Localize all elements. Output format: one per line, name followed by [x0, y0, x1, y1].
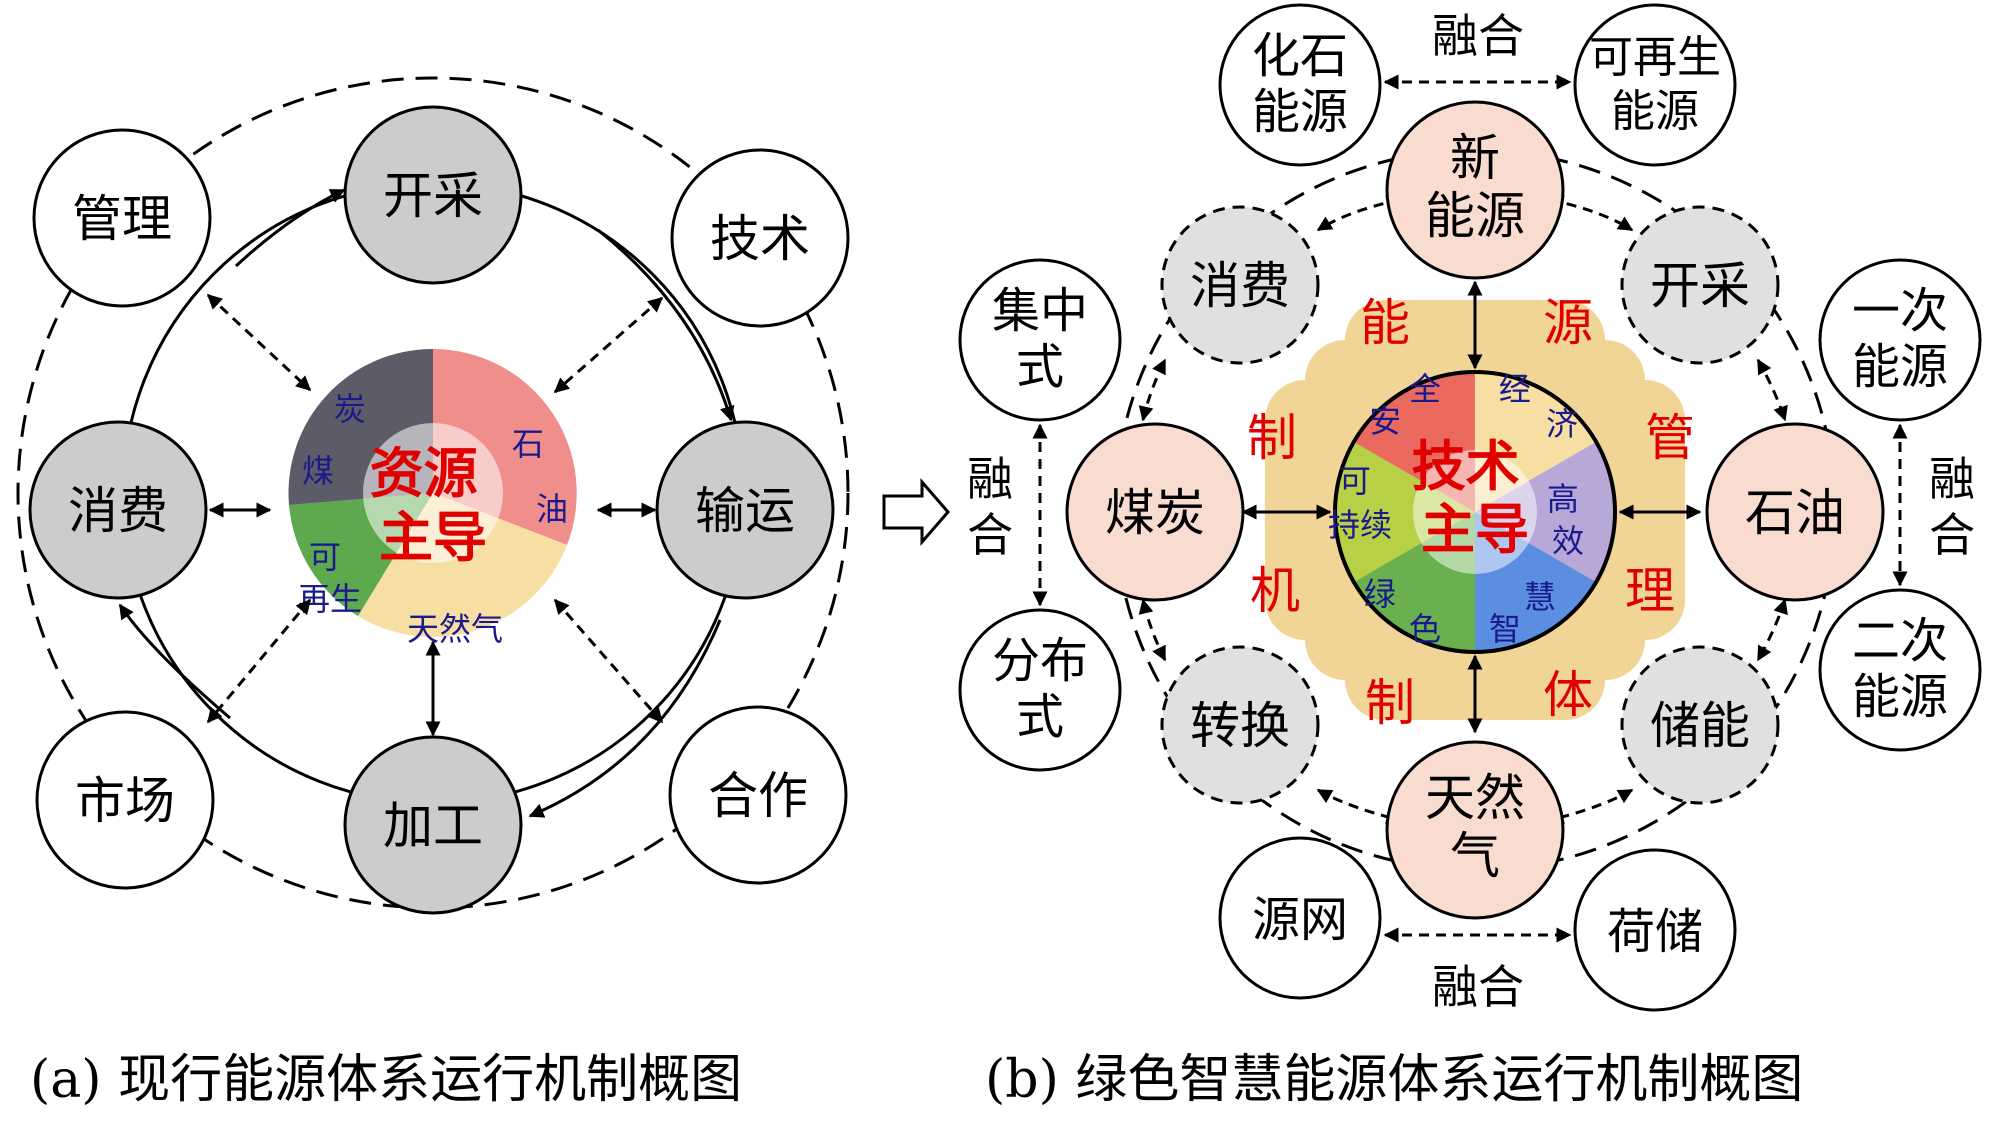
process-node-right-a: 输运	[655, 420, 835, 600]
svg-text:融合: 融合	[1432, 960, 1524, 1014]
outer-node-cooperation-a: 合作	[668, 705, 848, 885]
svg-text:消费: 消费	[68, 482, 168, 540]
caption-panel-a: (a) 现行能源体系运行机制概图	[30, 1050, 743, 1110]
cycle-arrows-a	[118, 188, 735, 818]
panel-b: 全 安 经 济 高 效 慧 智 绿 色 可 持续 技术 主导 能 源	[958, 3, 1982, 1014]
source-node-oil-b: 石油	[1705, 422, 1885, 602]
source-node-coal-b: 煤炭	[1065, 422, 1245, 602]
svg-text:合作: 合作	[708, 767, 808, 825]
svg-text:市场: 市场	[75, 772, 175, 830]
svg-text:天然气: 天然气	[1425, 769, 1525, 885]
ring-words-b: 能 源 管 理 制 机 制 体	[1247, 294, 1695, 732]
process-node-bottom-a: 加工	[343, 735, 523, 915]
outer-node-centralized-b: 集中式	[958, 258, 1122, 422]
outer-node-technology-a: 技术	[670, 148, 850, 328]
svg-text:一次能源: 一次能源	[1852, 283, 1948, 395]
svg-text:机: 机	[1250, 562, 1300, 620]
center-links-a	[206, 293, 664, 737]
process-node-mining-b: 开采	[1620, 205, 1780, 365]
outer-node-primary-b: 一次能源	[1818, 258, 1982, 422]
outer-node-secondary-b: 二次能源	[1818, 588, 1982, 752]
center-title-b: 技术 主导	[1412, 435, 1539, 561]
svg-text:理: 理	[1625, 562, 1675, 620]
outer-node-source-grid-b: 源网	[1218, 836, 1382, 1000]
center-title-a: 资源 主导	[370, 442, 497, 569]
panel-a: 炭 煤 石 油 天然气 可 再生 资源 主导 开采	[16, 76, 850, 915]
svg-text:融合: 融合	[1929, 452, 1975, 562]
source-node-natural-gas-b: 天然气	[1385, 740, 1565, 920]
process-node-top-a: 开采	[343, 105, 523, 285]
svg-text:技术: 技术	[710, 210, 810, 268]
process-node-storage-b: 储能	[1620, 645, 1780, 805]
center-links-b	[1241, 280, 1702, 734]
safe-label-b: 全 安	[1369, 370, 1451, 440]
fusion-labels-b: 融合 融合 融合 融合	[967, 9, 1975, 1014]
svg-text:转换: 转换	[1190, 697, 1290, 755]
svg-text:制: 制	[1247, 409, 1297, 467]
outer-node-renewable-b: 可再生能源	[1573, 3, 1737, 167]
resource-pie-a	[288, 348, 577, 637]
svg-text:加工: 加工	[383, 797, 483, 855]
process-node-consumption-b: 消费	[1160, 205, 1320, 365]
svg-text:源网: 源网	[1252, 892, 1348, 948]
outer-node-fossil-b: 化石能源	[1218, 3, 1382, 167]
smart-label-b: 慧 智	[1489, 578, 1566, 648]
svg-text:消费: 消费	[1190, 257, 1290, 315]
economic-label-b: 经 济	[1499, 370, 1578, 443]
fusion-links-b	[1032, 74, 1908, 943]
svg-text:分布式: 分布式	[992, 633, 1088, 745]
svg-text:管理: 管理	[72, 190, 172, 248]
oil-label-a: 石 油	[512, 425, 568, 528]
transition-arrow	[882, 477, 950, 547]
svg-text:能: 能	[1360, 294, 1410, 352]
svg-text:开采: 开采	[1650, 257, 1750, 315]
svg-text:新能源: 新能源	[1425, 129, 1525, 245]
svg-text:制: 制	[1365, 674, 1415, 732]
svg-text:荷储: 荷储	[1607, 904, 1703, 960]
svg-text:体: 体	[1543, 666, 1593, 724]
svg-text:储能: 储能	[1650, 697, 1750, 755]
coal-label-a: 炭 煤	[302, 390, 376, 490]
svg-text:二次能源: 二次能源	[1852, 613, 1948, 725]
gas-label-a: 天然气	[407, 610, 503, 648]
svg-text:源: 源	[1543, 294, 1593, 352]
svg-text:输运: 输运	[695, 482, 795, 540]
svg-text:石油: 石油	[1745, 484, 1845, 542]
technology-pie-b	[1333, 370, 1617, 654]
outer-node-management-a: 管理	[32, 128, 212, 308]
outer-node-market-a: 市场	[35, 710, 215, 890]
green-label-b: 绿 色	[1364, 575, 1441, 648]
process-node-conversion-b: 转换	[1160, 645, 1320, 805]
sustainable-label-b: 可 持续	[1328, 462, 1392, 544]
source-node-new-energy-b: 新能源	[1385, 100, 1565, 280]
svg-text:可再生能源: 可再生能源	[1589, 32, 1721, 137]
svg-text:化石能源: 化石能源	[1252, 28, 1348, 140]
svg-text:管: 管	[1645, 409, 1695, 467]
svg-text:集中式: 集中式	[992, 283, 1088, 395]
process-node-left-a: 消费	[28, 420, 208, 600]
svg-text:融合: 融合	[967, 452, 1013, 562]
svg-text:融合: 融合	[1432, 9, 1524, 63]
outer-node-load-storage-b: 荷储	[1573, 848, 1737, 1012]
efficient-label-b: 高 效	[1547, 480, 1589, 560]
svg-text:开采: 开采	[383, 167, 483, 225]
caption-panel-b: (b) 绿色智慧能源体系运行机制概图	[985, 1050, 1804, 1110]
outer-node-distributed-b: 分布式	[958, 608, 1122, 772]
svg-text:煤炭: 煤炭	[1105, 484, 1205, 542]
